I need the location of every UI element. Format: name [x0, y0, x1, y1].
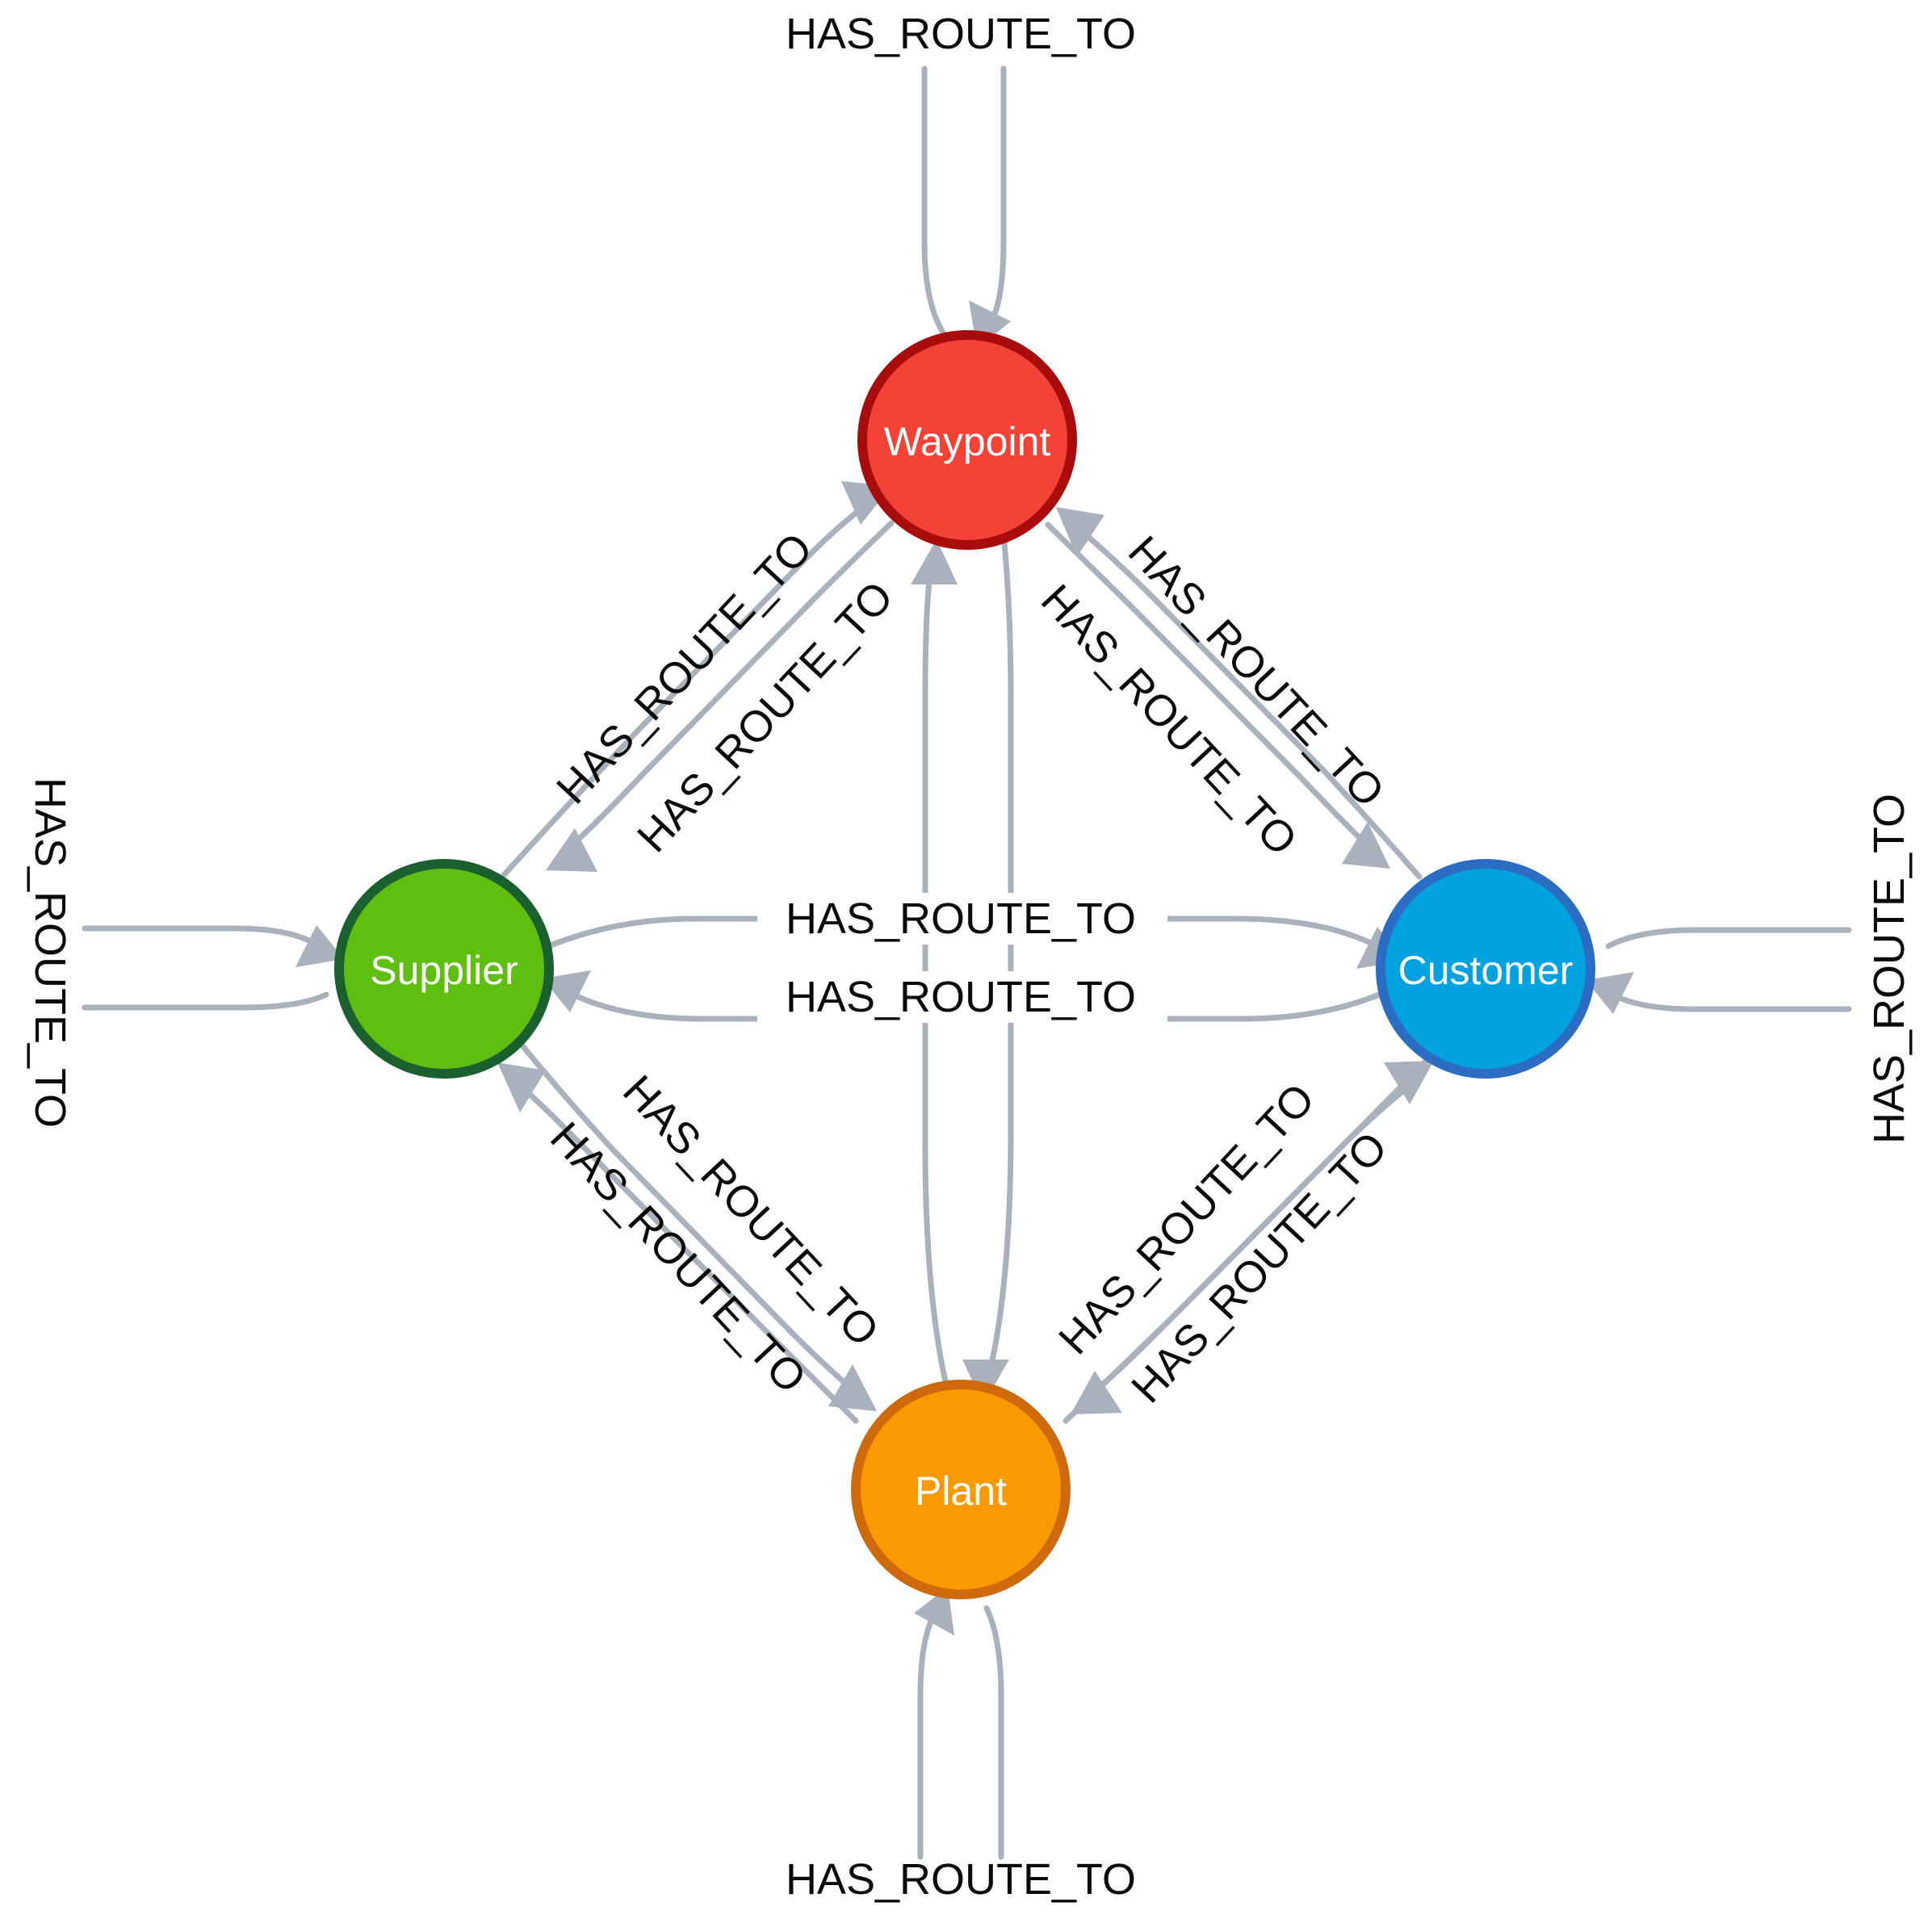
node-plant-label: Plant: [915, 1468, 1007, 1514]
node-supplier[interactable]: Supplier: [334, 859, 554, 1079]
right-boundary-label: HAS_ROUTE_TO: [1865, 794, 1913, 1144]
edge-top-in[interactable]: [969, 65, 1011, 349]
node-supplier-label: Supplier: [370, 948, 518, 993]
edge-customer-to-waypoint[interactable]: [1056, 507, 1423, 880]
center-label-top-group: HAS_ROUTE_TO: [757, 893, 1167, 945]
left-boundary-label: HAS_ROUTE_TO: [26, 777, 74, 1128]
edge-left-in[interactable]: [82, 925, 344, 967]
edge-customer-to-plant[interactable]: [1071, 1054, 1432, 1414]
nodes-layer: Waypoint Supplier Customer Plant: [334, 330, 1595, 1599]
edge-right-out[interactable]: [1605, 927, 1852, 949]
center-label-bottom: HAS_ROUTE_TO: [786, 973, 1136, 1021]
edge-supplier-to-plant[interactable]: [518, 1041, 877, 1411]
node-customer-label: Customer: [1398, 948, 1574, 993]
node-waypoint-circle[interactable]: [857, 330, 1077, 550]
center-label-top: HAS_ROUTE_TO: [786, 894, 1136, 943]
edge-bottom-out[interactable]: [983, 1605, 1004, 1860]
edge-waypoint-to-supplier[interactable]: [546, 520, 895, 872]
node-customer[interactable]: Customer: [1376, 859, 1595, 1079]
edge-bottom-in[interactable]: [914, 1587, 954, 1860]
customer-waypoint-label-inner: HAS_ROUTE_TO: [1032, 576, 1306, 865]
node-customer-circle[interactable]: [1376, 859, 1595, 1079]
node-waypoint-label: Waypoint: [884, 419, 1051, 464]
edge-top-out[interactable]: [921, 65, 949, 341]
center-label-bottom-group: HAS_ROUTE_TO: [757, 971, 1167, 1023]
edge-waypoint-to-plant[interactable]: [962, 539, 1014, 1405]
edge-left-out[interactable]: [82, 991, 329, 1011]
bottom-boundary-label: HAS_ROUTE_TO: [786, 1855, 1136, 1904]
top-boundary-label: HAS_ROUTE_TO: [786, 10, 1136, 58]
node-plant[interactable]: Plant: [851, 1380, 1071, 1599]
edge-waypoint-to-customer[interactable]: [1045, 522, 1390, 869]
waypoint-customer-label-outer: HAS_ROUTE_TO: [1119, 527, 1393, 816]
edge-plant-to-supplier[interactable]: [497, 1062, 859, 1424]
node-supplier-circle[interactable]: [334, 859, 554, 1079]
edge-right-in[interactable]: [1586, 972, 1852, 1014]
node-waypoint[interactable]: Waypoint: [857, 330, 1077, 550]
node-plant-circle[interactable]: [851, 1380, 1071, 1599]
edge-plant-to-waypoint[interactable]: [911, 539, 958, 1389]
